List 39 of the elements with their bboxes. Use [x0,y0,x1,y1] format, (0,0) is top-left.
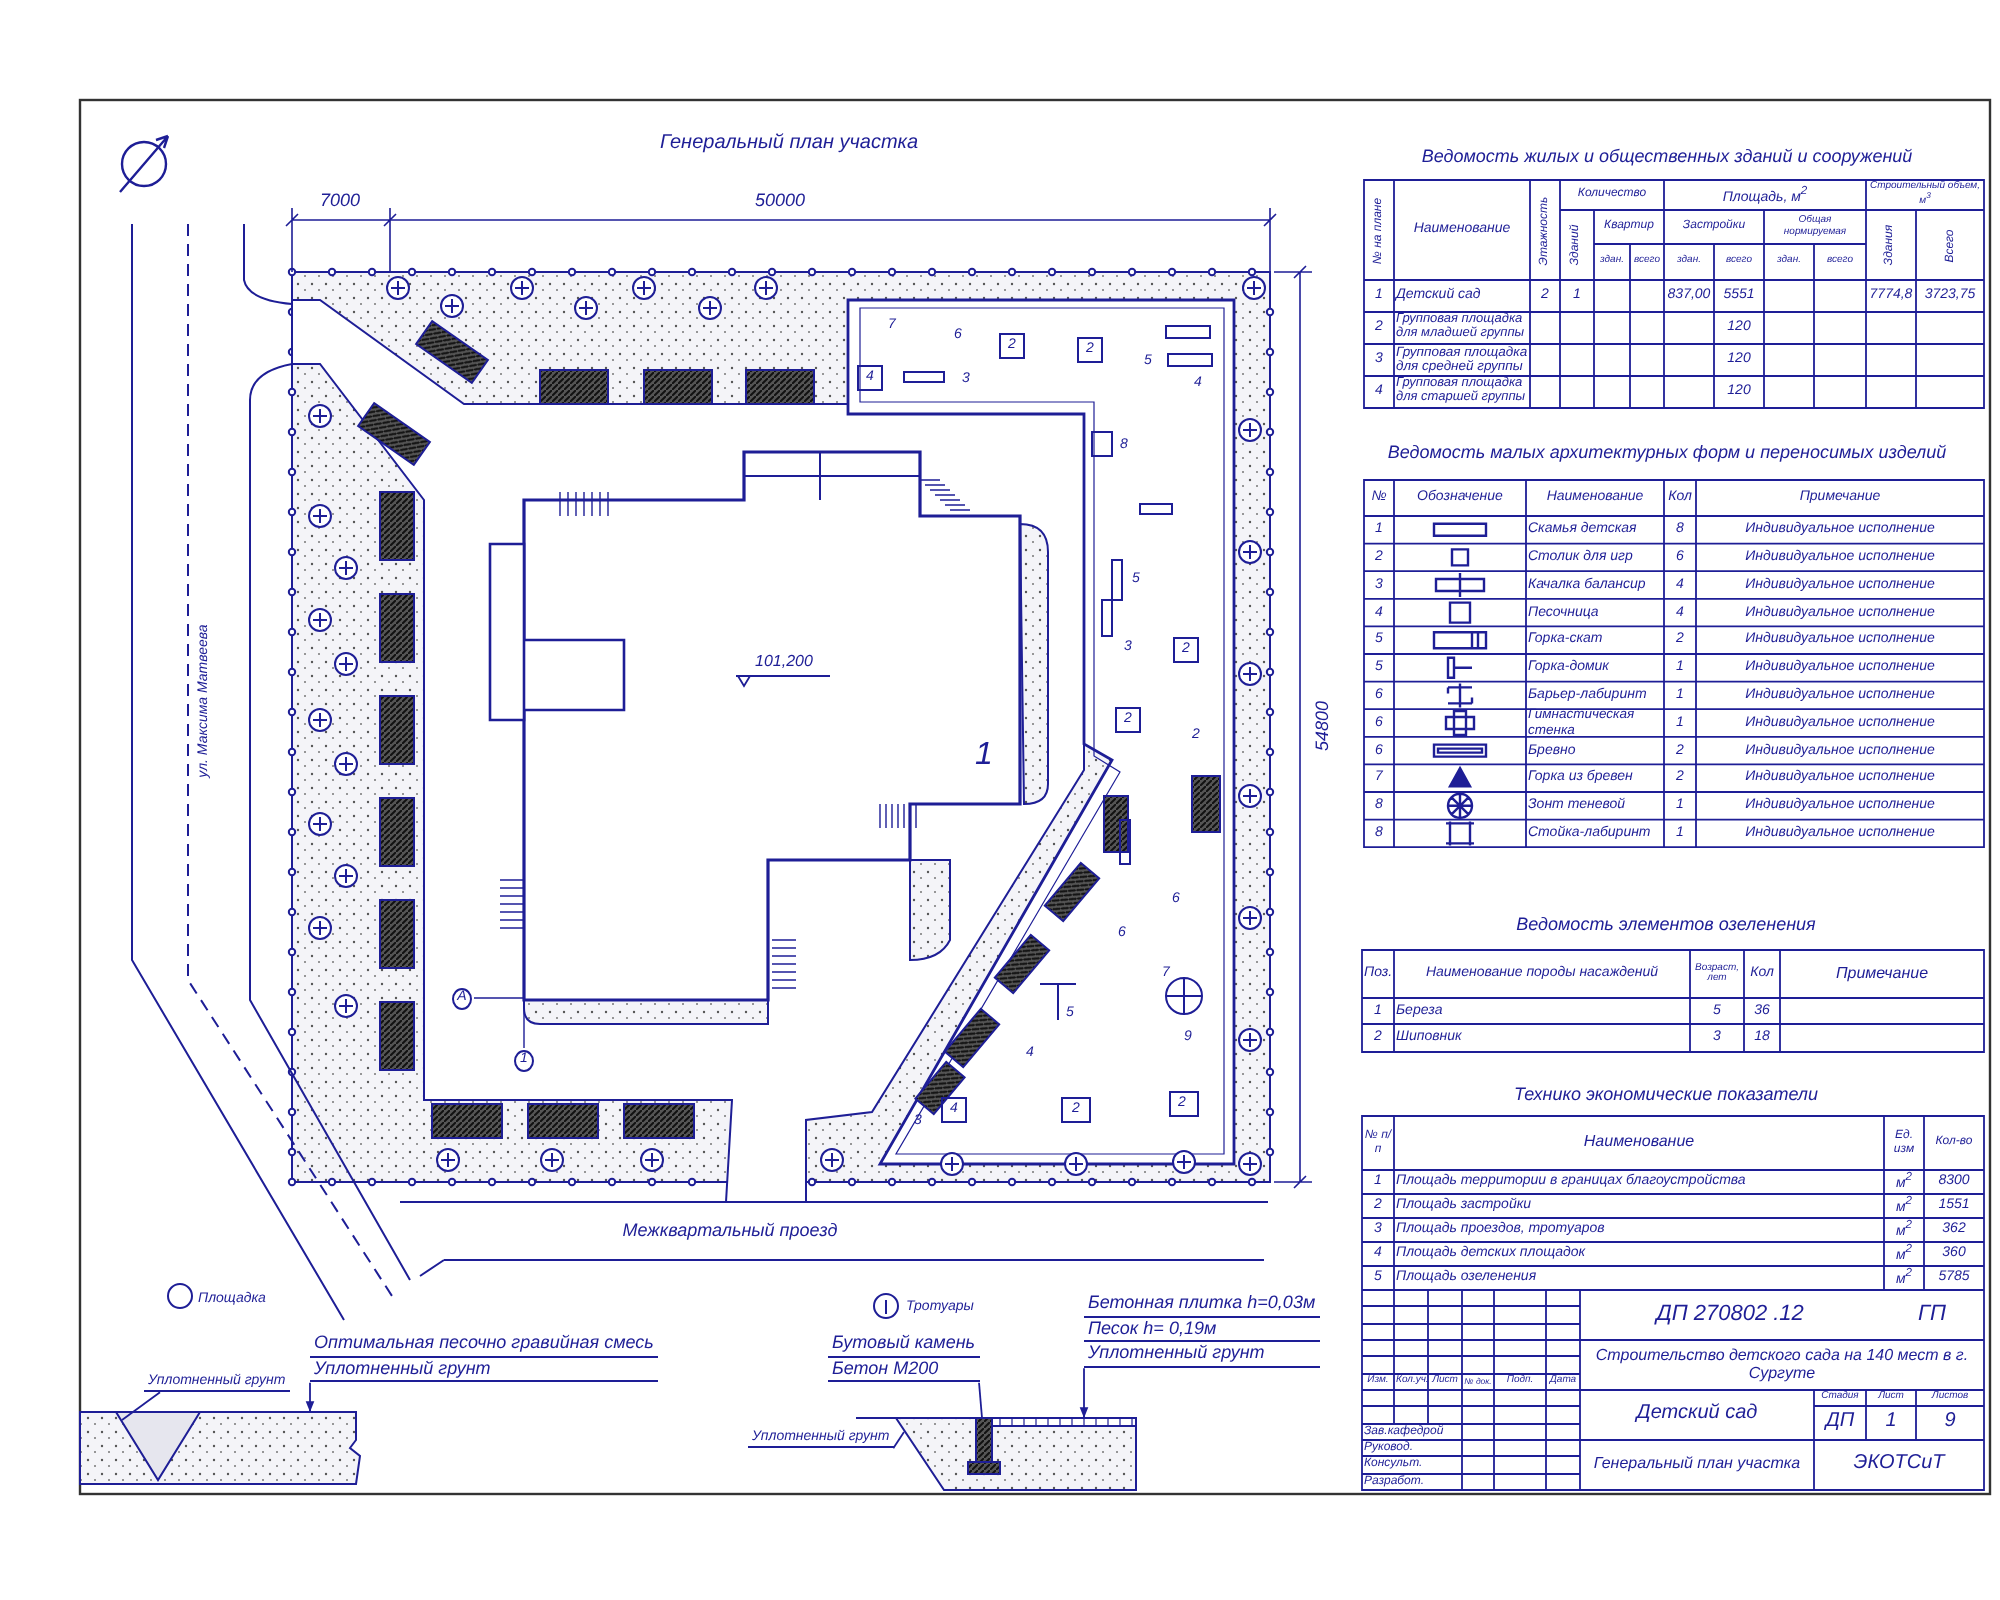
stamp-text: Детский сад [1636,1404,1758,1426]
callout-text: Бетон М200 [828,1357,980,1383]
trench-fill [114,1411,202,1482]
callout-text: Уплотненный грунт [310,1357,658,1383]
paving-slab [991,1417,1137,1427]
table-title: Технико экономические показатели [1513,1086,1819,1106]
table-title: Ведомость жилых и общественных зданий и сооружений [1421,147,1913,167]
plan-title: Генеральный план участка [660,132,919,154]
leader-line [978,1381,983,1419]
project-name: Строительство детского сада на 140 мест в г. Сургуте [1593,1348,1971,1382]
table-title: Ведомость элементов озеленения [1516,916,1816,936]
column-heading: Наименование [1583,1134,1695,1152]
callout-text: Оптимальная песочно гравийная смесь [310,1332,658,1358]
stamp-text: 1 [1885,1412,1897,1434]
dimension-value: 7000 [319,192,361,212]
stamp-text: Генеральный план участка [1593,1456,1801,1474]
leader-line [121,1391,161,1421]
callout-text: Песок h= 0,19м [1084,1317,1320,1343]
drawing-code: ГП [1918,1303,1946,1327]
drawing-code: ДП 270802 .12 [1656,1303,1804,1327]
curb-stone [967,1417,1001,1475]
elevation-value: 101,200 [755,653,813,671]
dimension-value: 50000 [754,192,806,212]
callout-text: Уплотненный грунт [1084,1342,1320,1369]
callout-text: Бетонная плитка h=0,03м [1084,1292,1320,1318]
road-name: Межквартальный проезд [622,1222,838,1242]
stamp-text: 9 [1944,1412,1956,1434]
leader-line [1079,1367,1089,1419]
building-number: 1 [975,739,993,773]
callout-text: Бутовый камень [828,1332,980,1358]
dimension-value: 54800 [1314,700,1334,752]
stamp-text: ЭКОТСиТ [1853,1454,1945,1476]
gravel-layer [79,1411,362,1485]
sand-layer [894,1417,1137,1491]
column-heading: Примечание [1835,965,1929,983]
table-title: Ведомость малых архитектурных форм и переносимых изделий [1387,443,1947,463]
stamp-text: ДП [1825,1412,1855,1434]
leader-line [892,1431,905,1450]
leader-line [305,1381,315,1413]
